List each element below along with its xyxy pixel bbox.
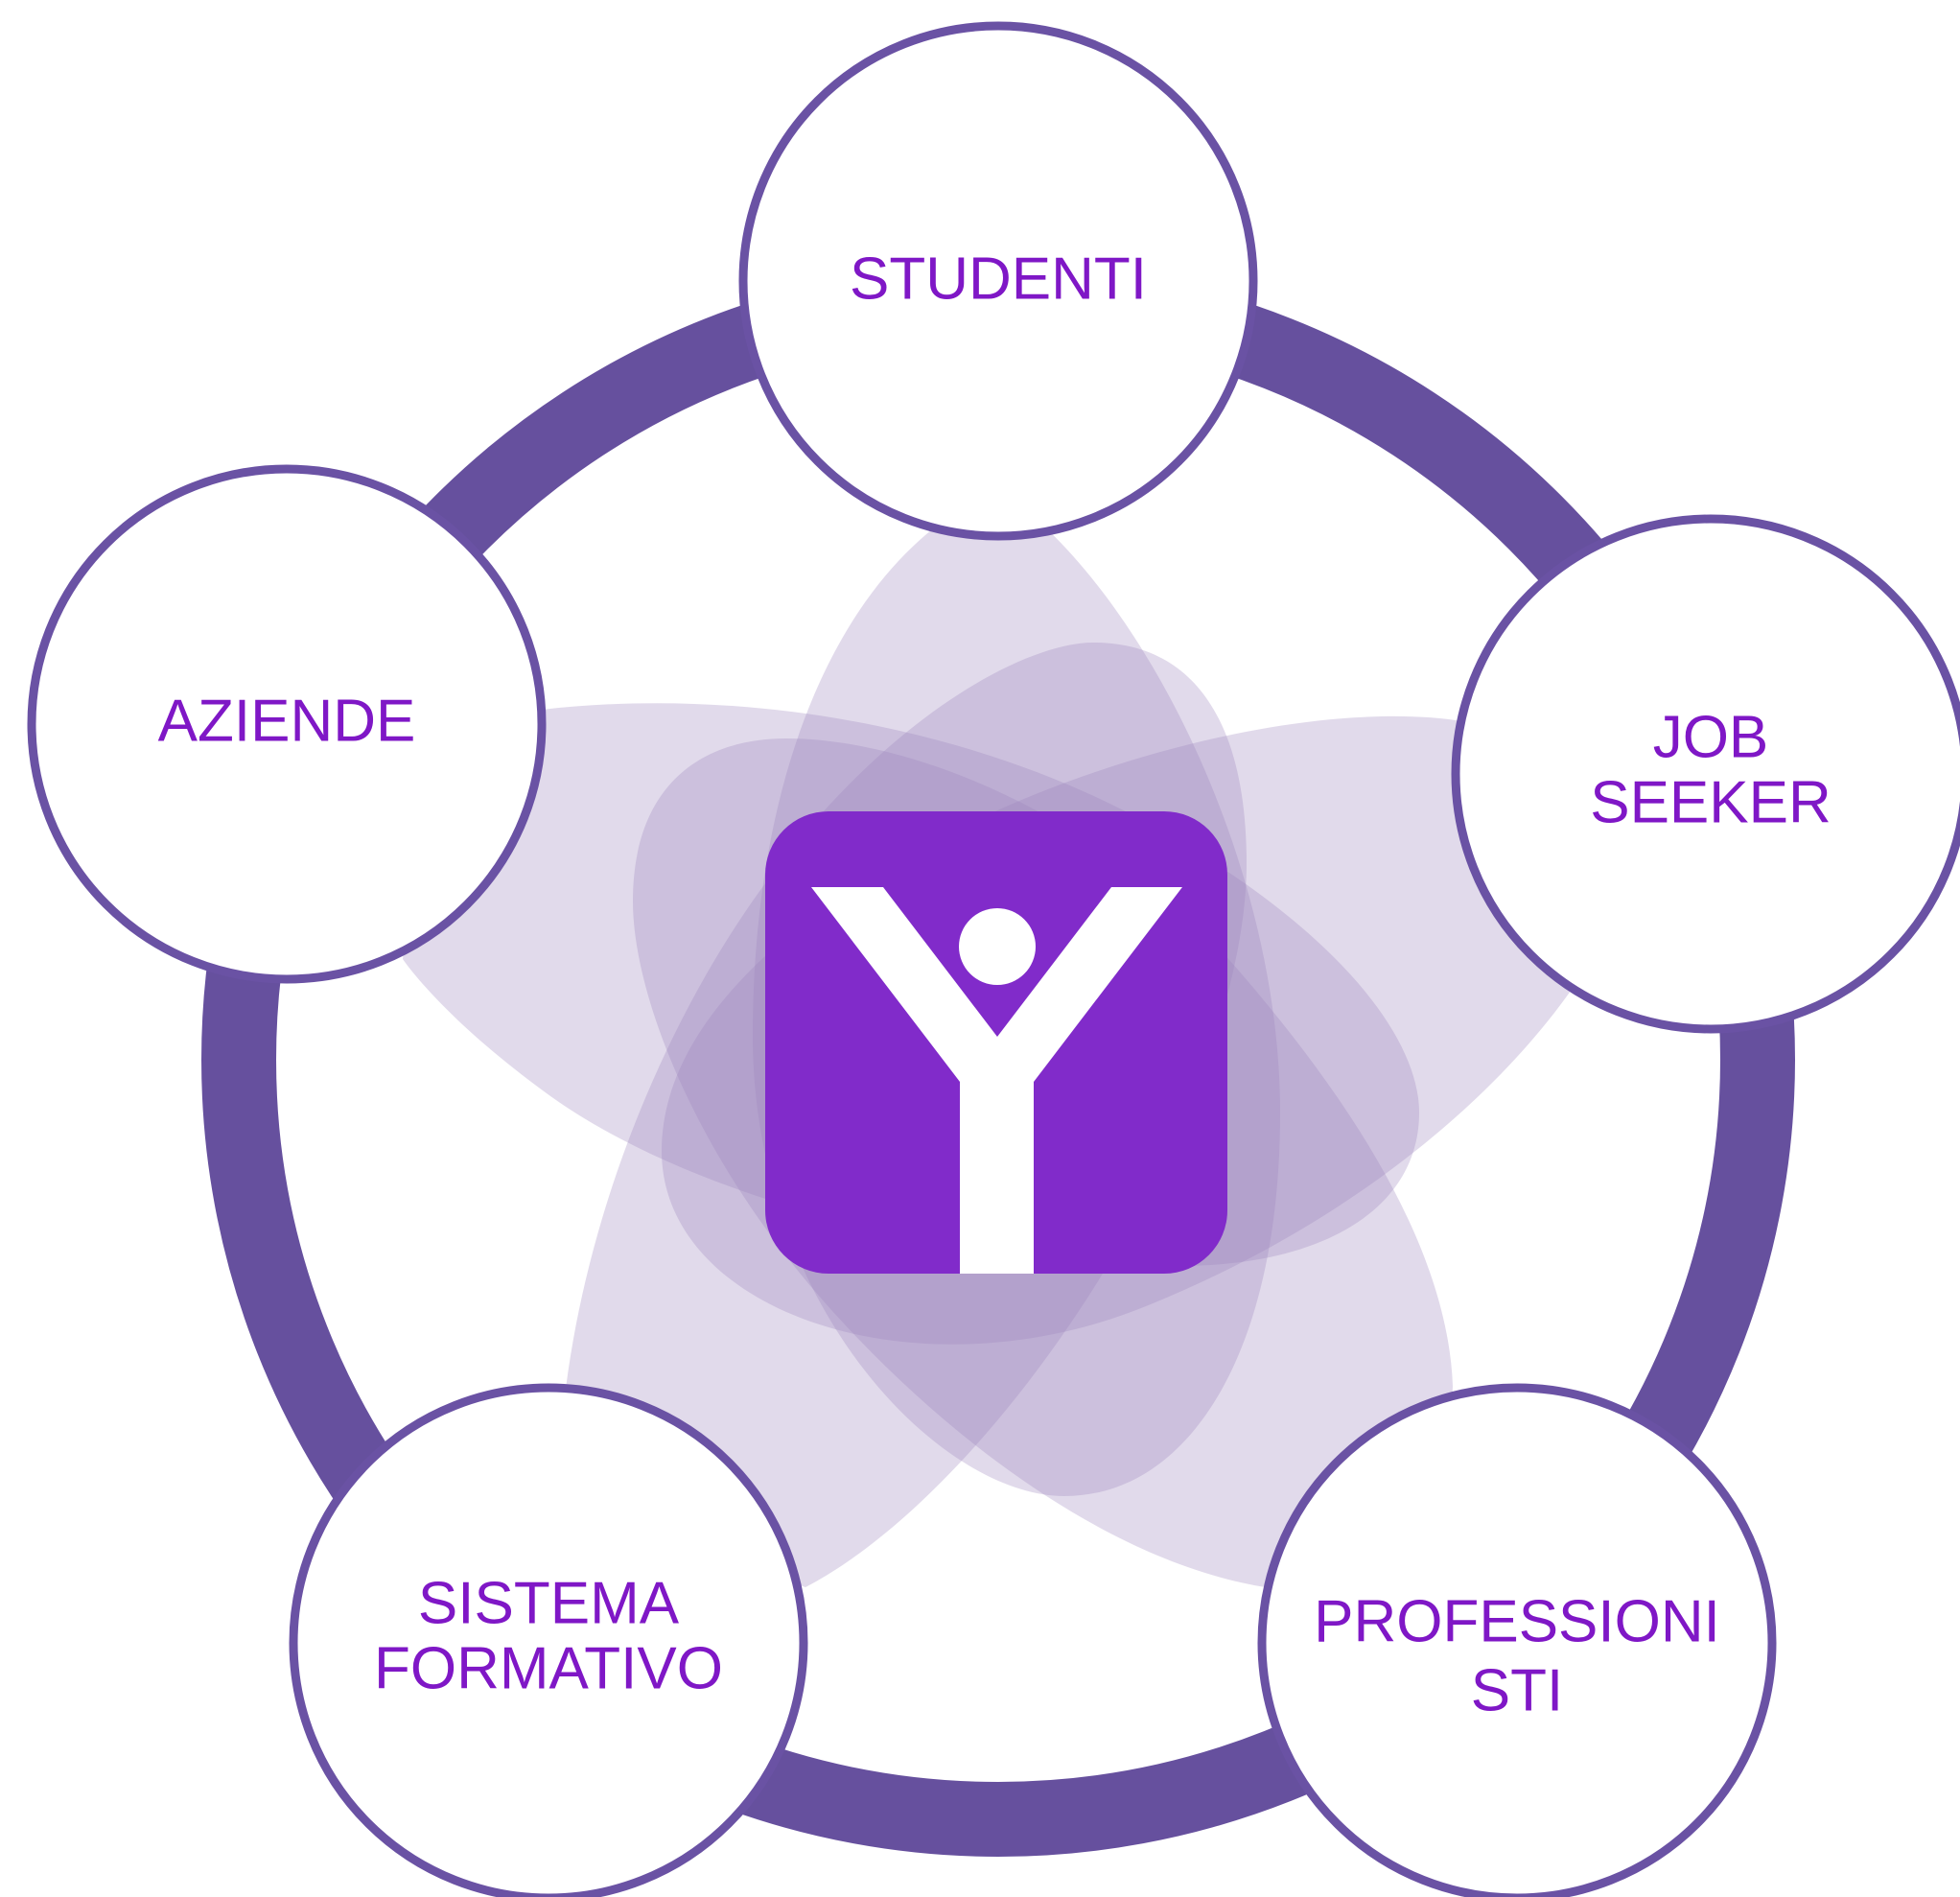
node-label: SEEKER	[1590, 769, 1832, 835]
logo-head	[959, 908, 1036, 985]
node-aziende: AZIENDE	[27, 464, 547, 984]
node-circle	[1451, 514, 1960, 1034]
node-label: AZIENDE	[158, 688, 416, 754]
node-circle	[1257, 1383, 1777, 1897]
node-label: PROFESSIONI	[1314, 1588, 1720, 1654]
node-label: JOB	[1653, 704, 1769, 770]
node-studenti: STUDENTI	[738, 21, 1258, 541]
node-label: SISTEMA	[418, 1570, 680, 1636]
node-label: STUDENTI	[850, 246, 1147, 312]
node-circle	[289, 1383, 808, 1897]
y-person-logo-icon	[765, 811, 1227, 1274]
node-label: STI	[1471, 1657, 1563, 1723]
node-circle	[27, 464, 547, 984]
node-circle	[738, 21, 1258, 541]
logo-y-shape	[811, 887, 1182, 1274]
node-label: FORMATIVO	[374, 1635, 723, 1701]
